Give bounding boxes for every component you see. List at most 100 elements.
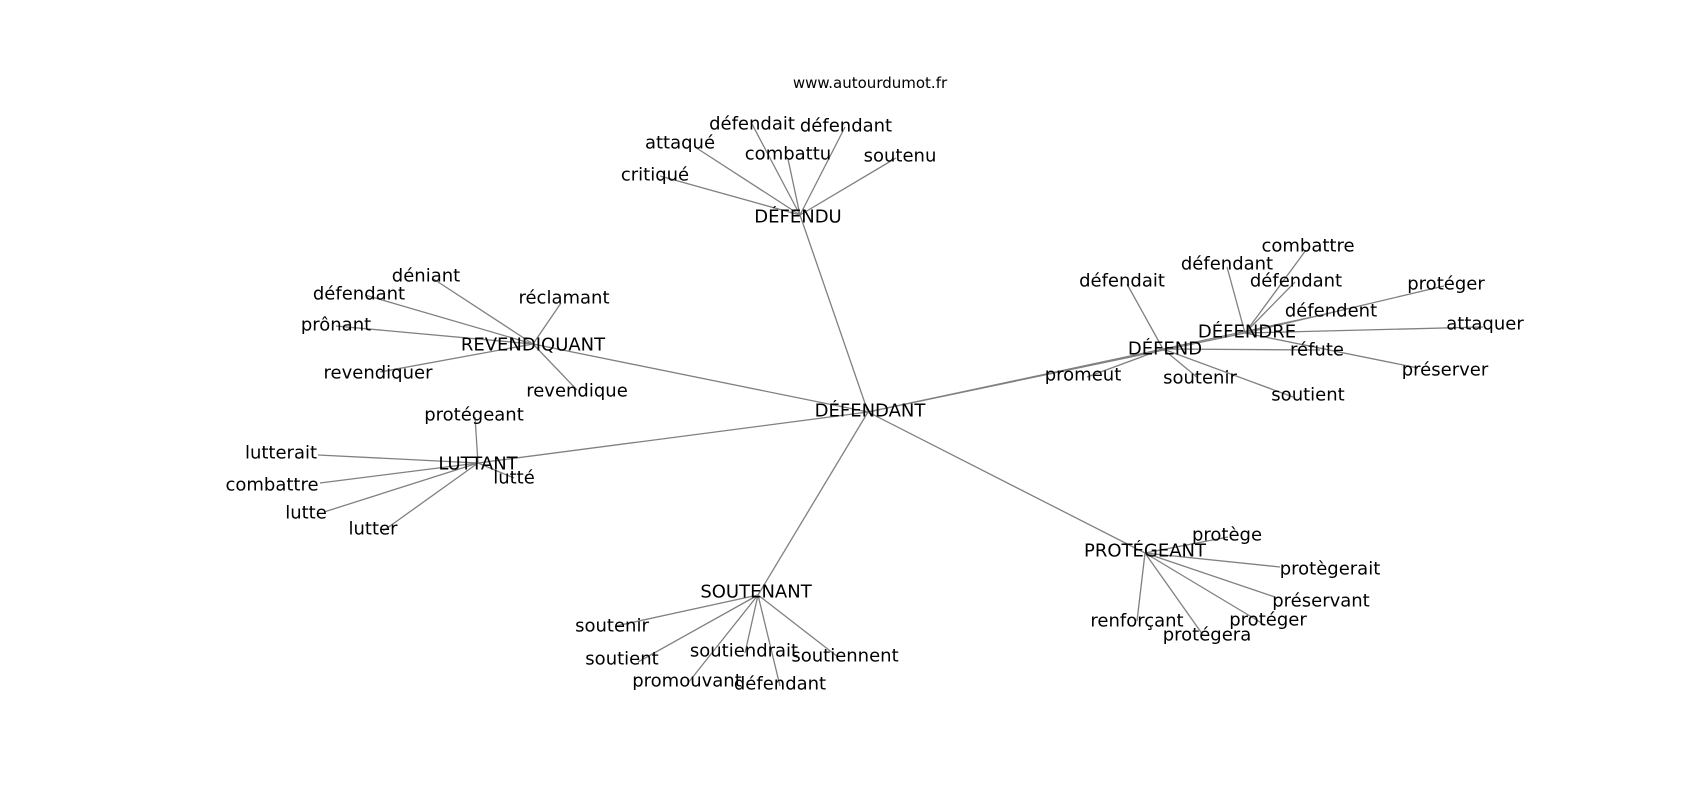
leaf-node-label: combattu xyxy=(745,144,831,165)
hub-node-label: REVENDIQUANT xyxy=(461,335,606,356)
leaf-node-label: lutter xyxy=(349,519,399,540)
edge-hub-to-leaf xyxy=(1244,249,1307,334)
leaf-node-label: défendait xyxy=(709,114,795,135)
hub-node-label: LUTTANT xyxy=(438,454,518,475)
edge-center-to-hub xyxy=(532,343,869,413)
hub-node-label: DÉFEND xyxy=(1128,338,1202,360)
leaf-node-label: protège xyxy=(1192,525,1262,546)
leaf-node-label: défendant xyxy=(1250,271,1342,292)
edge-hub-to-leaf xyxy=(757,594,781,687)
hub-node-label: SOUTENANT xyxy=(700,582,812,603)
edge-center-to-hub xyxy=(477,411,869,464)
leaf-node-label: soutiennent xyxy=(791,646,898,667)
edge-hub-to-leaf xyxy=(799,126,846,216)
edge-hub-to-leaf xyxy=(364,294,534,345)
edge-hub-to-leaf xyxy=(799,157,897,216)
edge-hub-to-leaf xyxy=(751,123,801,216)
edge-hub-to-leaf xyxy=(1086,348,1164,378)
edge-hub-to-leaf xyxy=(1244,332,1419,369)
hub-node-label: DÉFENDU xyxy=(754,206,841,228)
edge-center-to-hub xyxy=(757,411,869,596)
leaf-node-label: lutterait xyxy=(245,443,317,464)
edge-hub-to-leaf xyxy=(659,175,801,216)
leaf-node-label: lutté xyxy=(493,468,535,489)
edge-hub-to-leaf xyxy=(1144,552,1266,626)
leaf-node-label: défendait xyxy=(1079,271,1165,292)
leaf-node-label: critiqué xyxy=(621,165,689,186)
edge-center-to-hub xyxy=(867,332,1246,413)
leaf-node-label: réclamant xyxy=(518,288,609,309)
edge-hub-to-leaf xyxy=(382,462,479,532)
leaf-node-label: promeut xyxy=(1045,365,1122,386)
edge-hub-to-leaf xyxy=(323,462,479,513)
edge-hub-to-leaf xyxy=(1244,326,1484,334)
edge-hub-to-leaf xyxy=(744,594,759,654)
edge-center-to-hub xyxy=(799,214,869,413)
leaf-node-label: revendique xyxy=(526,381,628,402)
edge-hub-to-leaf xyxy=(694,146,801,216)
edge-hub-to-leaf xyxy=(1144,536,1229,554)
hub-node-label: DÉFENDRE xyxy=(1198,321,1296,343)
graph-labels: DÉFENDANTDÉFENDUcritiquéattaquédéfendait… xyxy=(225,114,1524,695)
leaf-node-label: défendent xyxy=(1285,301,1377,322)
leaf-node-label: protégeant xyxy=(424,405,524,426)
leaf-node-label: attaquer xyxy=(1446,314,1524,335)
hub-node-label: PROTÉGEANT xyxy=(1084,540,1207,562)
edge-hub-to-leaf xyxy=(1136,552,1146,622)
leaf-node-label: attaqué xyxy=(645,133,715,154)
leaf-node-label: défendant xyxy=(313,284,405,305)
edge-hub-to-leaf xyxy=(532,343,578,391)
edge-hub-to-leaf xyxy=(1244,285,1445,334)
leaf-node-label: soutenir xyxy=(575,616,649,637)
leaf-node-label: promouvant xyxy=(632,671,742,692)
leaf-node-label: défendant xyxy=(800,116,892,137)
leaf-node-label: défendant xyxy=(1181,254,1273,275)
edge-hub-to-leaf xyxy=(757,594,839,658)
edge-hub-to-leaf xyxy=(1144,552,1281,568)
edge-hub-to-leaf xyxy=(1162,348,1321,351)
edge-hub-to-leaf xyxy=(317,454,479,464)
edge-hub-to-leaf xyxy=(615,594,759,627)
edge-hub-to-leaf xyxy=(1162,348,1199,379)
leaf-node-label: lutte xyxy=(285,503,327,524)
leaf-node-label: déniant xyxy=(392,266,460,287)
leaf-node-label: protégera xyxy=(1163,625,1252,646)
leaf-node-label: renforçant xyxy=(1090,611,1183,632)
edge-hub-to-leaf xyxy=(1126,283,1164,350)
edge-hub-to-leaf xyxy=(474,416,479,464)
edge-hub-to-leaf xyxy=(637,594,759,663)
center-node-label: DÉFENDANT xyxy=(815,400,927,422)
leaf-node-label: protéger xyxy=(1229,610,1307,631)
edge-hub-to-leaf xyxy=(1144,552,1204,636)
leaf-node-label: réfute xyxy=(1290,340,1344,361)
leaf-node-label: prônant xyxy=(301,315,371,336)
edge-hub-to-leaf xyxy=(335,325,534,345)
leaf-node-label: soutenir xyxy=(1163,368,1237,389)
leaf-node-label: protègerait xyxy=(1280,559,1381,580)
leaf-node-label: soutient xyxy=(1271,385,1344,406)
edge-hub-to-leaf xyxy=(1244,281,1296,334)
leaf-node-label: préservant xyxy=(1272,591,1370,612)
edge-hub-to-leaf xyxy=(1226,266,1246,334)
leaf-node-label: soutenu xyxy=(864,146,937,167)
leaf-node-label: soutient xyxy=(585,649,658,670)
leaf-node-label: protéger xyxy=(1407,274,1485,295)
leaf-node-label: revendiquer xyxy=(324,363,434,384)
site-watermark: www.autourdumot.fr xyxy=(793,74,948,92)
edge-hub-to-leaf xyxy=(532,302,562,345)
edge-hub-to-leaf xyxy=(1162,348,1294,398)
leaf-node-label: soutiendrait xyxy=(690,641,798,662)
leaf-node-label: combattre xyxy=(1261,236,1354,257)
leaf-node-label: défendant xyxy=(734,674,826,695)
edge-hub-to-leaf xyxy=(319,462,479,484)
leaf-node-label: combattre xyxy=(225,475,318,496)
edge-hub-to-leaf xyxy=(787,158,801,216)
edge-hub-to-leaf xyxy=(431,277,534,345)
edge-hub-to-leaf xyxy=(687,594,759,684)
edge-hub-to-leaf xyxy=(477,462,515,479)
edge-hub-to-leaf xyxy=(1144,552,1276,598)
graph-edges xyxy=(317,123,1484,687)
leaf-node-label: préserver xyxy=(1402,360,1489,381)
edge-hub-to-leaf xyxy=(379,343,534,373)
